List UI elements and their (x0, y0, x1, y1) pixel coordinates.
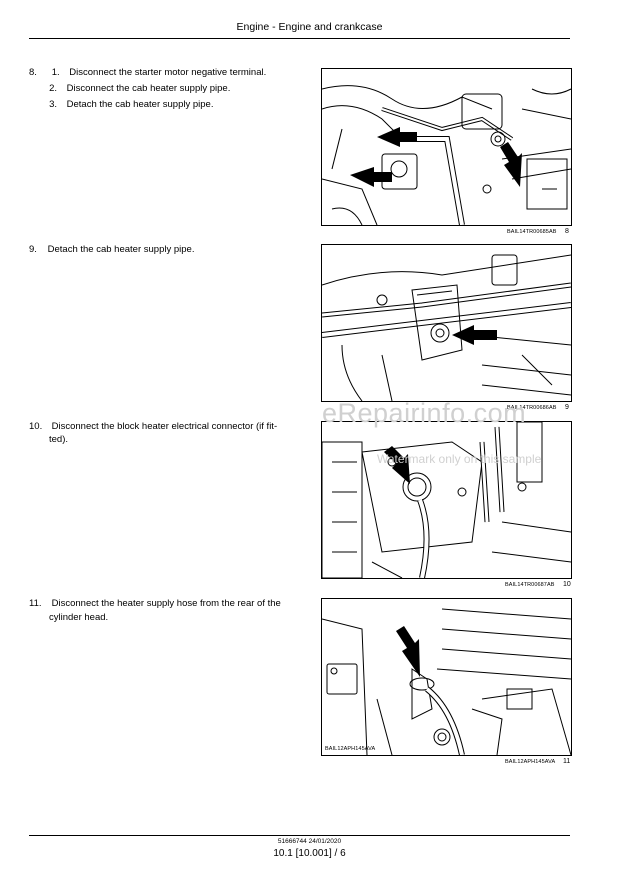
step-text: Disconnect the starter motor negative te… (69, 67, 267, 78)
footer-page-number: 10.1 [10.001] / 6 (273, 848, 346, 859)
step-text: Disconnect the heater supply hose from t… (51, 598, 281, 609)
step-9: 9. Detach the cab heater supply pipe. (29, 242, 309, 258)
step-number: 8. (29, 67, 37, 78)
watermark-note: Watermark only on this sample (377, 452, 542, 466)
engine-starter-illustration (322, 85, 571, 225)
page-header-title: Engine - Engine and crankcase (236, 21, 383, 33)
step-text: Disconnect the cab heater supply pipe. (66, 83, 231, 94)
block-heater-connector-illustration (322, 422, 571, 578)
heater-supply-hose-illustration (322, 608, 571, 755)
footer-rule (29, 835, 570, 836)
step-8-line-1: 8. 1. Disconnect the starter motor negat… (29, 65, 309, 81)
step-8: 8. 1. Disconnect the starter motor negat… (29, 65, 309, 113)
sub-step-number: 1. (51, 67, 60, 78)
step-text: Detach the cab heater supply pipe. (66, 99, 214, 110)
step-text: ted). (49, 434, 69, 445)
step-8-line-2: 2. Disconnect the cab heater supply pipe… (29, 81, 309, 97)
header-rule (29, 38, 570, 39)
step-8-line-3: 3. Detach the cab heater supply pipe. (29, 97, 309, 113)
figure-10-number: 10 (563, 581, 571, 588)
step-text: Disconnect the block heater electrical c… (51, 421, 278, 432)
step-number: 10. (29, 421, 43, 432)
figure-11-image (321, 598, 572, 756)
step-10: 10. Disconnect the block heater electric… (29, 419, 304, 445)
step-number: 9. (29, 244, 37, 255)
figure-11-inner-caption: BAIL12APH145AVA (325, 746, 376, 752)
step-11-line-1: 11. Disconnect the heater supply hose fr… (29, 596, 304, 612)
figure-9-number: 9 (565, 404, 569, 411)
sub-step-number: 3. (49, 99, 57, 110)
footer-document-id: 51666744 24/01/2020 (277, 838, 342, 845)
watermark-site: eRepairinfo.com (322, 398, 527, 428)
figure-10-caption: BAIL14TR00687AB (505, 582, 555, 588)
step-text: Detach the cab heater supply pipe. (47, 244, 195, 255)
step-number: 11. (29, 598, 42, 609)
figure-8-number: 8 (565, 228, 569, 235)
figure-8-image (321, 68, 572, 226)
heater-pipe-clamp-illustration (322, 254, 571, 401)
step-10-line-2: ted). (29, 435, 304, 445)
step-11-line-2: cylinder head. (29, 612, 304, 624)
figure-9-image (321, 244, 572, 402)
figure-11-caption: BAIL12APH145AVA (505, 759, 556, 765)
figure-11-number: 11 (563, 758, 571, 765)
step-text: cylinder head. (49, 612, 109, 623)
sub-step-number: 2. (49, 83, 57, 94)
figure-10-image (321, 421, 572, 579)
step-11: 11. Disconnect the heater supply hose fr… (29, 596, 304, 624)
figure-8-caption: BAIL14TR00685AB (507, 229, 557, 235)
figure-9-caption: BAIL14TR00686AB (507, 405, 557, 411)
step-10-line-1: 10. Disconnect the block heater electric… (29, 419, 304, 435)
